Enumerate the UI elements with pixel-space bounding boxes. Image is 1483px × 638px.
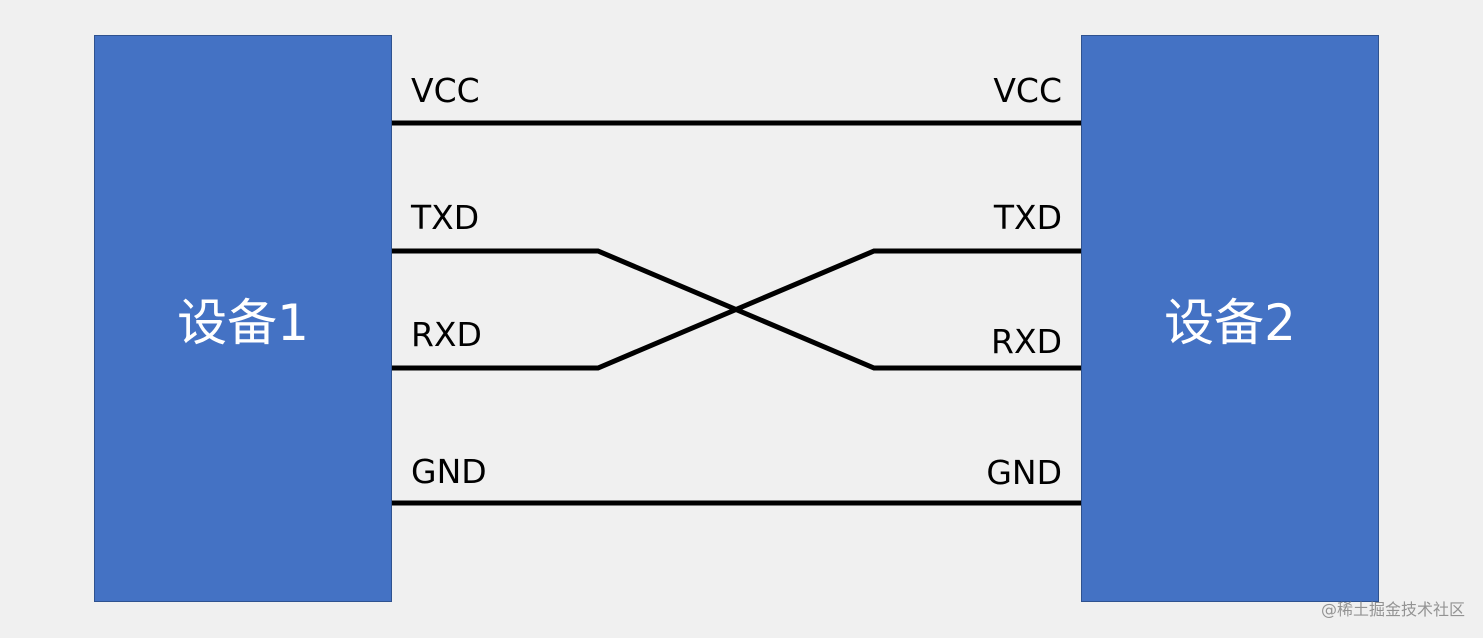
left-pin-gnd: GND [411, 452, 487, 491]
left-pin-txd: TXD [411, 198, 480, 237]
device-2-label: 设备2 [1164, 293, 1296, 352]
device-1-box: 设备1 [94, 35, 392, 602]
device-1-label: 设备1 [177, 293, 309, 352]
right-pin-vcc: VCC [993, 71, 1062, 110]
right-pin-gnd: GND [986, 453, 1062, 492]
watermark: @稀土掘金技术社区 [1320, 600, 1465, 619]
right-pin-txd: TXD [993, 198, 1062, 237]
right-pin-rxd: RXD [991, 322, 1062, 361]
device-2-box: 设备2 [1081, 35, 1379, 602]
wire-rxd-to-txd [392, 248, 1081, 371]
left-pin-rxd: RXD [411, 315, 482, 354]
left-pin-vcc: VCC [411, 71, 480, 110]
